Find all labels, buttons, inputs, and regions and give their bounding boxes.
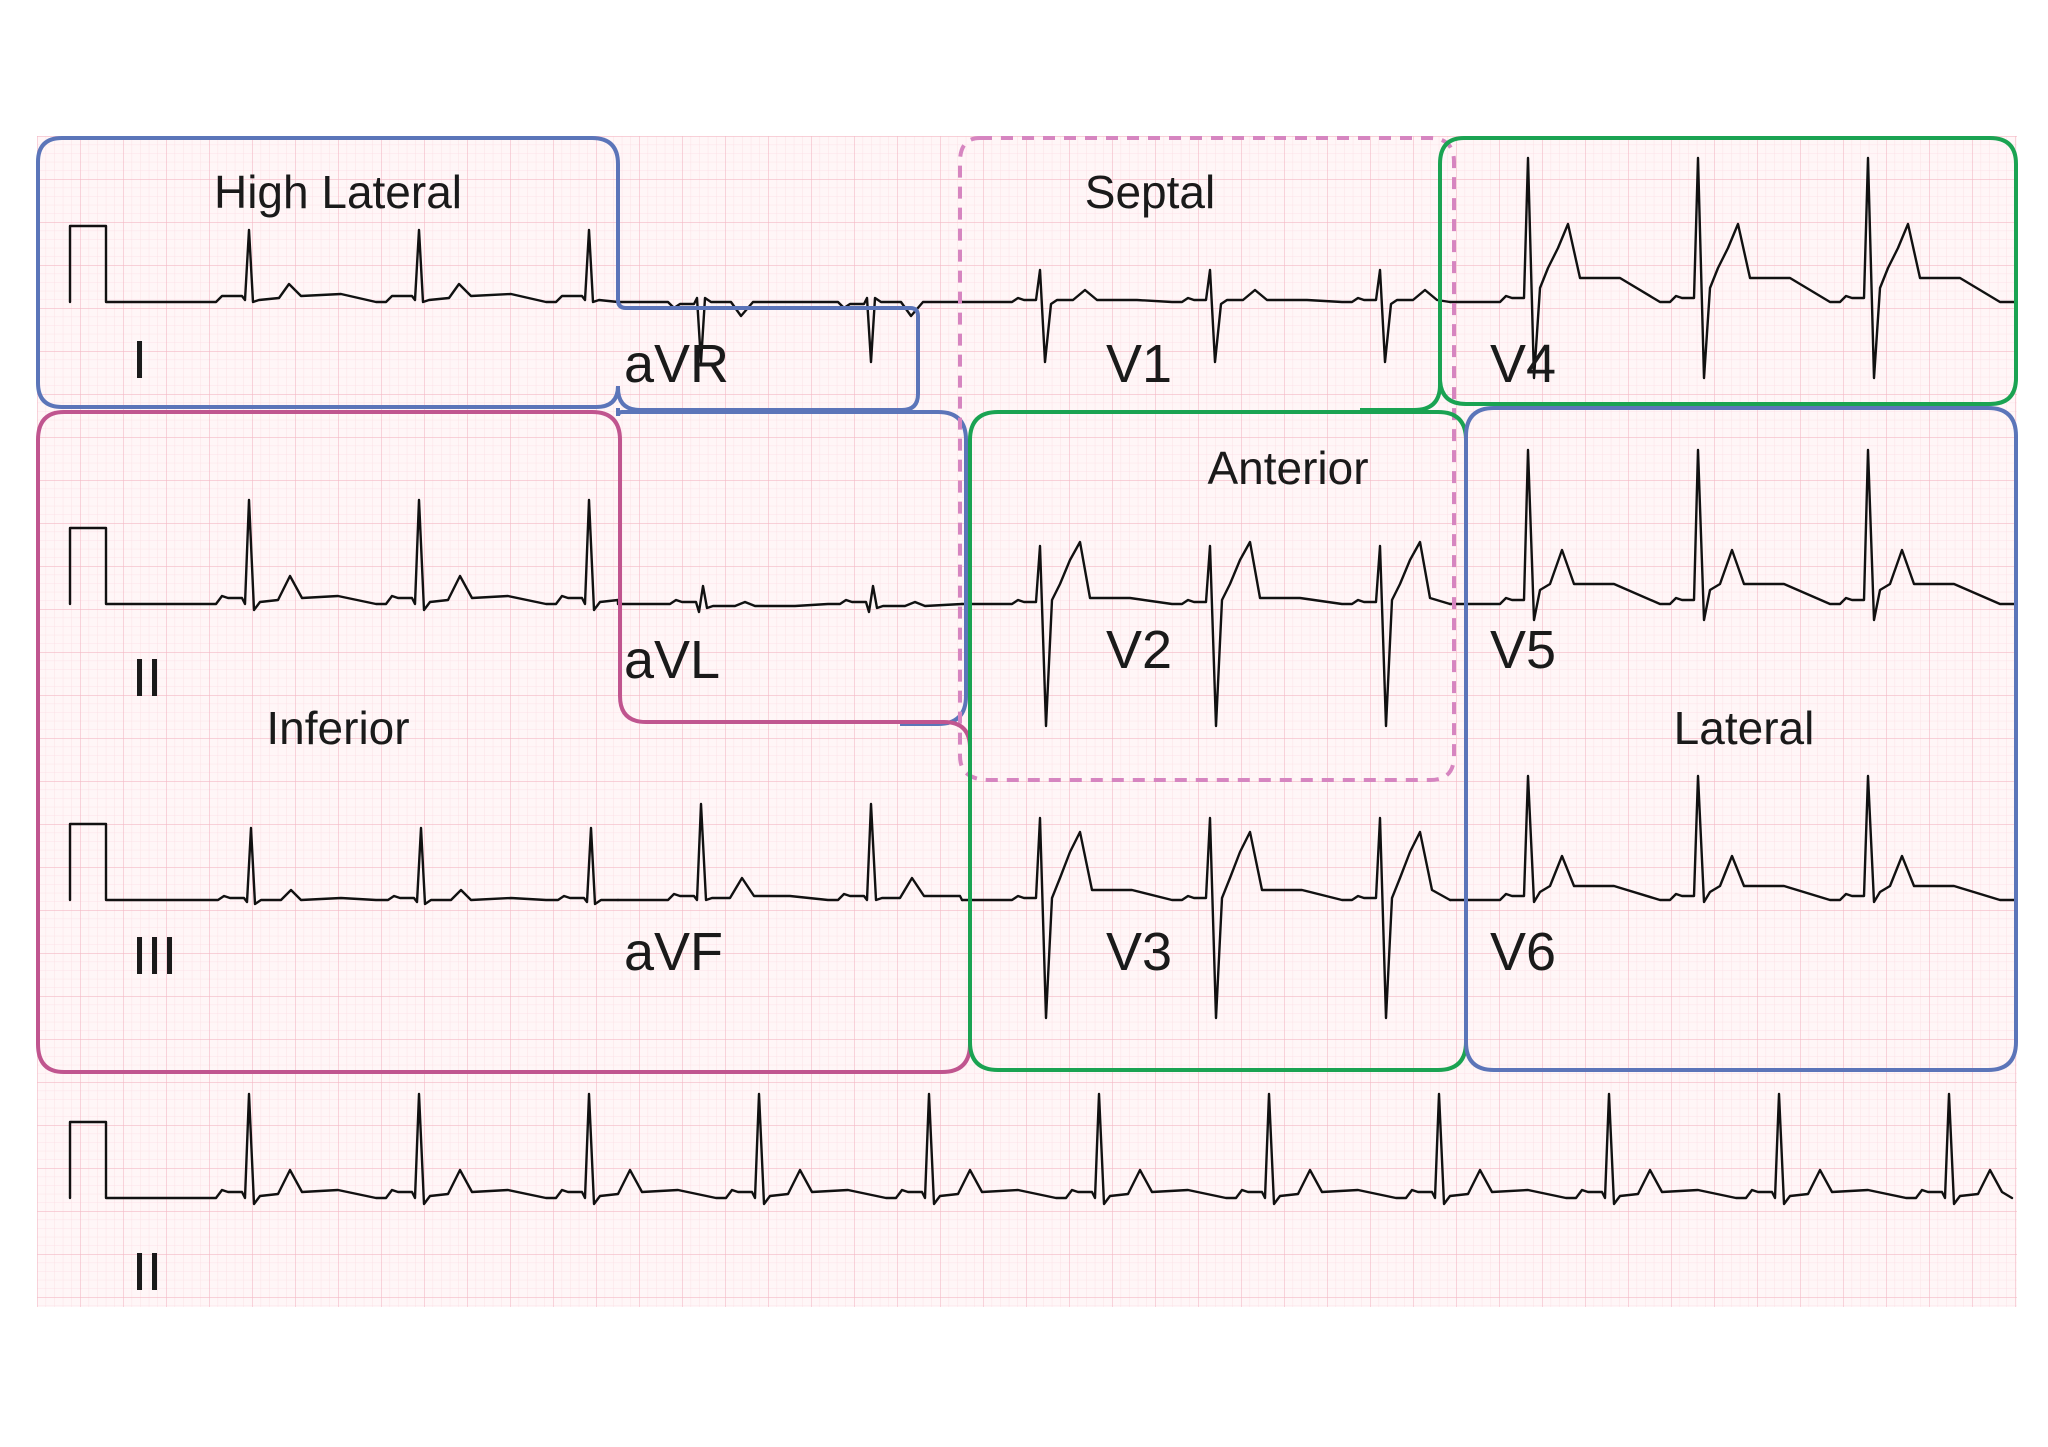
ecg-trace-II-rhythm — [68, 1092, 2014, 1206]
region-box-septal — [958, 136, 1456, 782]
ecg-traces — [68, 156, 2016, 1206]
region-box-lateral — [1464, 406, 2018, 1072]
region-label-high-lateral: High Lateral — [214, 166, 462, 218]
ecg-trace-V5 — [1448, 448, 2016, 622]
lead-label-V5: V5 — [1490, 620, 1556, 680]
ecg-trace-II — [68, 498, 620, 612]
lead-label-aVR: aVR — [624, 334, 729, 394]
region-labels: High Lateral Septal Inferior Anterior La… — [214, 166, 1814, 754]
lead-label-V1: V1 — [1106, 334, 1172, 394]
ecg-trace-aVF — [616, 802, 964, 902]
ecg-paper — [37, 136, 2017, 1307]
lead-label-aVF: aVF — [624, 922, 723, 982]
ecg-trace-III — [68, 822, 620, 906]
lead-label-I: I — [132, 330, 147, 390]
region-label-septal: Septal — [1085, 166, 1215, 218]
ecg-trace-aVR — [616, 296, 964, 364]
ecg-trace-V3 — [960, 816, 1452, 1020]
ecg-trace-V6 — [1448, 774, 2016, 904]
lead-label-V6: V6 — [1490, 922, 1556, 982]
lead-label-III: III — [132, 926, 177, 986]
ecg-trace-V2 — [960, 540, 1452, 728]
region-label-anterior: Anterior — [1207, 442, 1368, 494]
lead-label-II: II — [132, 648, 162, 708]
region-box-anterior-v4 — [1438, 136, 2018, 406]
lead-label-II-rhythm: II — [132, 1242, 162, 1302]
lead-label-V4: V4 — [1490, 334, 1556, 394]
ecg-trace-V1 — [960, 268, 1452, 364]
region-boxes — [36, 136, 2018, 1074]
region-label-inferior: Inferior — [266, 702, 409, 754]
lead-label-V3: V3 — [1106, 922, 1172, 982]
ecg-trace-aVL — [616, 584, 964, 614]
region-box-anterior — [968, 410, 1468, 1072]
lead-labels: I aVR V1 V4 II aVL V2 V5 III aVF V3 V6 I… — [132, 330, 1556, 1302]
ecg-trace-I — [68, 224, 620, 304]
lead-label-V2: V2 — [1106, 620, 1172, 680]
region-label-lateral: Lateral — [1674, 702, 1815, 754]
region-box-v1-bottom — [1360, 300, 1442, 412]
ecg-trace-V4 — [1448, 156, 2016, 380]
lead-label-aVL: aVL — [624, 630, 720, 690]
